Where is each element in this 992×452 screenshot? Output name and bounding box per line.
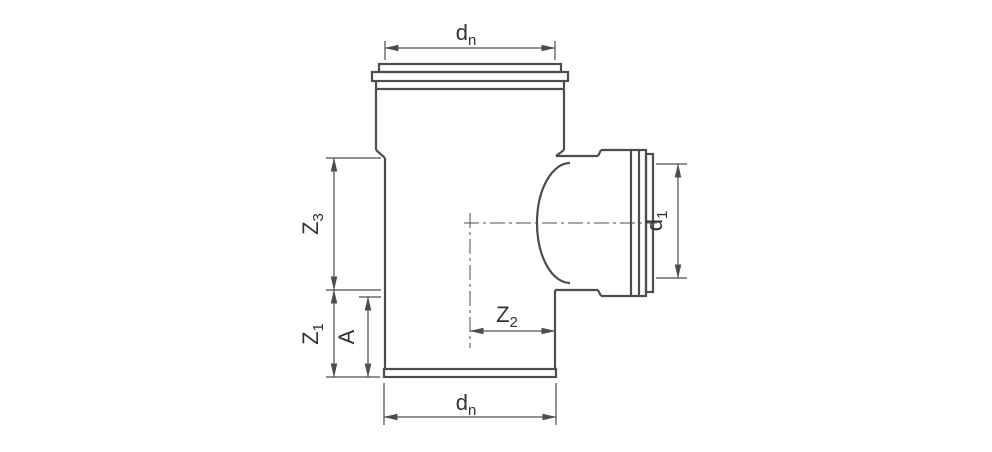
dimensions xyxy=(326,41,687,425)
label-dn-bottom: dn xyxy=(456,390,477,419)
dimension-labels: dn dn Z3 Z1 A Z2 d1 xyxy=(298,20,671,419)
branch-bottom-step xyxy=(597,289,602,297)
centerlines xyxy=(464,213,657,348)
label-a: A xyxy=(334,329,359,344)
top-socket-bead-band xyxy=(370,70,570,83)
label-d1: d1 xyxy=(642,211,671,232)
pipe-bottom-end xyxy=(382,367,558,379)
label-dn-top: dn xyxy=(456,20,477,49)
branch-top-step xyxy=(597,149,602,157)
dimension-d1 xyxy=(656,163,687,279)
top-socket-left-shoulder xyxy=(375,149,386,159)
label-z3: Z3 xyxy=(298,213,327,235)
top-socket-cap-band xyxy=(377,62,563,74)
dimension-a xyxy=(359,296,381,378)
dimension-dn-bottom xyxy=(383,383,557,425)
dimension-dn-top xyxy=(384,41,556,60)
label-z2: Z2 xyxy=(496,302,518,331)
dimension-z3 xyxy=(326,157,381,291)
top-socket xyxy=(370,62,570,159)
label-z1: Z1 xyxy=(298,323,327,345)
